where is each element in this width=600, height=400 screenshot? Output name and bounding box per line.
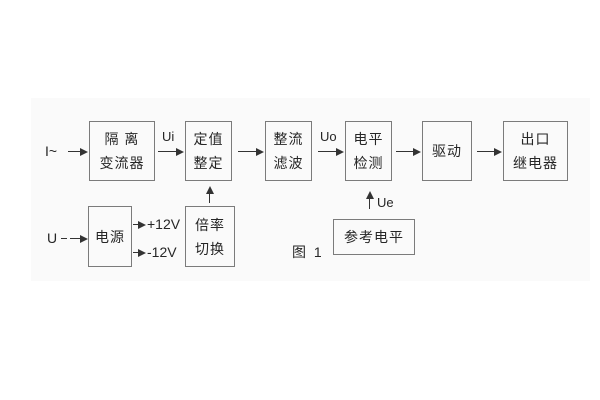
arrow-current-to-isolation <box>68 147 88 156</box>
block-setting-line2: 整定 <box>193 155 224 171</box>
diagram-paper <box>31 98 590 281</box>
arrow-rectify-to-level <box>318 147 344 156</box>
block-relay-line2: 继电器 <box>513 155 558 171</box>
block-ratio-line1: 倍率 <box>195 216 225 233</box>
block-driver: 驱动 <box>422 121 472 181</box>
signal-ue-label: Ue <box>377 195 394 210</box>
block-isolation-line2: 变流器 <box>99 155 145 171</box>
block-output-relay: 出口 继电器 <box>503 121 568 181</box>
arrow-drive-to-relay <box>477 147 502 156</box>
figure-caption: 图 1 <box>292 244 324 260</box>
block-drive-line1: 驱动 <box>432 143 462 159</box>
input-current-label: I~ <box>45 143 58 159</box>
arrow-setting-to-rectify <box>238 147 264 156</box>
block-reference-line1: 参考电平 <box>344 229 404 245</box>
block-reference-level: 参考电平 <box>333 219 415 255</box>
arrow-level-to-drive <box>396 147 421 156</box>
arrow-voltage-to-power <box>70 234 88 243</box>
block-level-line2: 检测 <box>353 155 384 171</box>
arrow-power-to-rail-pos <box>133 220 146 229</box>
signal-ui-label: Ui <box>162 129 175 144</box>
input-voltage-label: U <box>47 230 58 246</box>
block-setpoint-adjust: 定值 整定 <box>185 121 232 181</box>
rail-positive-label: +12V <box>147 216 181 232</box>
block-setting-line1: 定值 <box>193 131 224 147</box>
block-level-line1: 电平 <box>353 131 384 147</box>
arrow-reference-to-level <box>365 191 374 209</box>
dash-voltage-lead <box>61 238 67 239</box>
block-ratio-line2: 切换 <box>195 240 225 257</box>
block-isolation-line1: 隔 离 <box>104 131 140 147</box>
arrow-power-to-rail-neg <box>133 248 146 257</box>
block-power-supply: 电源 <box>88 206 132 267</box>
block-relay-line1: 出口 <box>520 131 551 147</box>
block-rectify-line1: 整流 <box>273 131 304 147</box>
arrow-isolation-to-setting <box>158 147 184 156</box>
block-level-detector: 电平 检测 <box>345 121 392 181</box>
block-rectify-line2: 滤波 <box>273 155 304 171</box>
signal-uo-label: Uo <box>320 129 337 144</box>
rail-negative-label: -12V <box>147 244 177 260</box>
arrow-ratio-to-setting <box>205 186 214 203</box>
block-isolation-transformer: 隔 离 变流器 <box>89 121 155 181</box>
block-power-line1: 电源 <box>95 228 125 245</box>
block-ratio-switch: 倍率 切换 <box>185 206 235 267</box>
block-rectifier-filter: 整流 滤波 <box>265 121 312 181</box>
